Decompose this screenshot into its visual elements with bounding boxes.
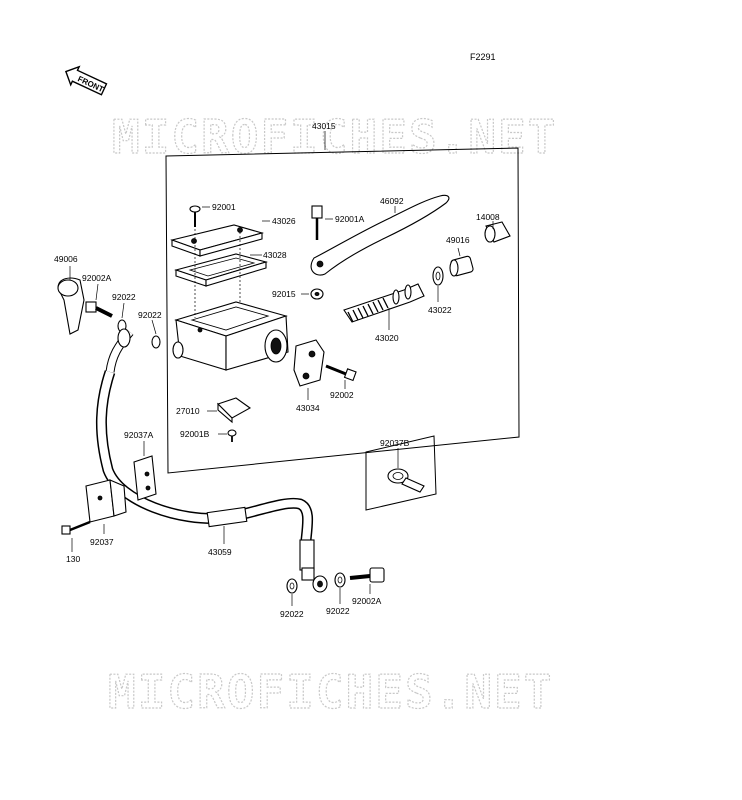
reservoir-cap-43026 <box>170 224 265 257</box>
part-label-43022: 43022 <box>428 305 452 315</box>
part-label-92001: 92001 <box>212 202 236 212</box>
washer-92022-b <box>151 335 161 349</box>
part-label-14008: 14008 <box>476 212 500 222</box>
part-label-92002: 92002 <box>330 390 354 400</box>
part-label-92022-d: 92022 <box>326 606 350 616</box>
dust-boot-14008 <box>484 221 511 243</box>
part-label-92002A-top: 92002A <box>82 273 112 283</box>
part-label-130: 130 <box>66 554 80 564</box>
assembly-43015-outline <box>165 147 520 474</box>
pivot-bolt-92001A <box>311 205 323 240</box>
part-label-43028: 43028 <box>263 250 287 260</box>
bracket-92037 <box>85 479 127 523</box>
part-label-43026: 43026 <box>272 216 296 226</box>
brake-hose-43059 <box>95 328 315 571</box>
part-label-43020: 43020 <box>375 333 399 343</box>
banjo-bolt-92002A-bottom <box>349 567 385 583</box>
part-label-92022-c: 92022 <box>280 609 304 619</box>
banjo-fitting-lower <box>301 567 328 593</box>
part-label-49006: 49006 <box>54 254 78 264</box>
part-label-27010: 27010 <box>176 406 200 416</box>
clamp-43034 <box>293 339 325 387</box>
screw-92001B <box>227 429 237 442</box>
part-label-92015: 92015 <box>272 289 296 299</box>
part-label-92001A: 92001A <box>335 214 365 224</box>
clamp-92037B <box>387 468 425 493</box>
bracket-92037A <box>133 455 157 501</box>
banjo-cover-49006 <box>57 277 85 335</box>
bolt-130 <box>61 520 91 535</box>
clamp-92037B-box <box>365 435 437 511</box>
banjo-bolt-92002A-top <box>85 301 113 318</box>
part-label-49016: 49016 <box>446 235 470 245</box>
part-label-43015: 43015 <box>312 121 336 131</box>
switch-27010 <box>216 397 252 424</box>
part-label-92037A: 92037A <box>124 430 154 440</box>
part-label-92037: 92037 <box>90 537 114 547</box>
part-label-92022-b: 92022 <box>138 310 162 320</box>
screw-92001 <box>189 205 201 227</box>
part-label-43059: 43059 <box>208 547 232 557</box>
boot-49016 <box>449 255 474 277</box>
master-cylinder-body <box>172 301 289 371</box>
part-label-46092: 46092 <box>380 196 404 206</box>
watermark-bottom: MICROFICHES.NET <box>108 665 553 719</box>
brake-lever-46092 <box>310 194 450 276</box>
part-label-92001B: 92001B <box>180 429 210 439</box>
part-label-92037B: 92037B <box>380 438 410 448</box>
diaphragm-43028 <box>174 253 269 287</box>
part-label-92002A-bottom: 92002A <box>352 596 382 606</box>
front-arrow-icon: FRONT <box>64 65 108 96</box>
bolt-92002 <box>325 364 357 382</box>
part-label-92022-a: 92022 <box>112 292 136 302</box>
piston-assembly-43020 <box>343 283 425 323</box>
part-label-43034: 43034 <box>296 403 320 413</box>
figure-code: F2291 <box>470 52 496 62</box>
